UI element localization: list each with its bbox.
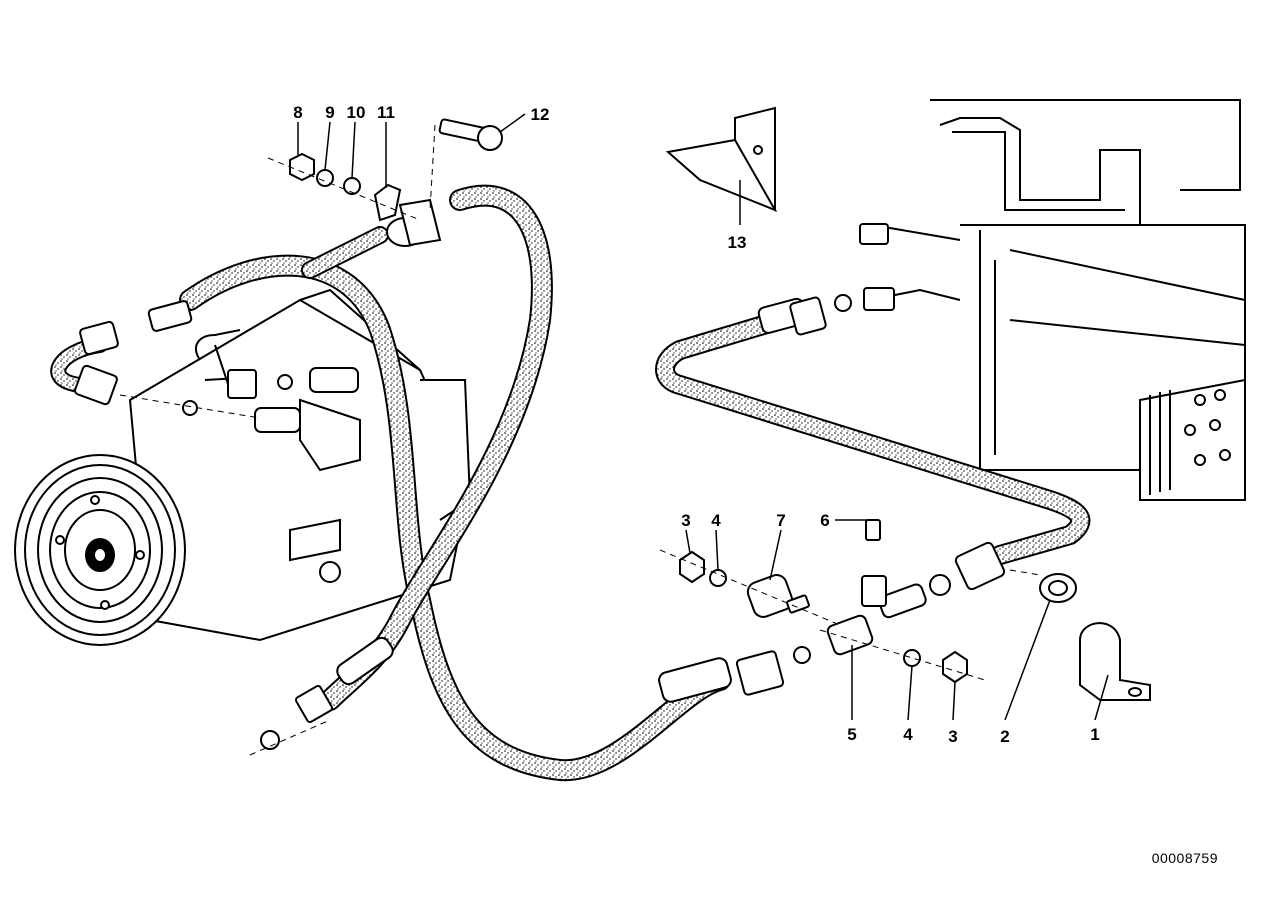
callout-13: 13 (728, 233, 747, 252)
callout-7: 7 (776, 511, 785, 530)
callout-1: 1 (1090, 725, 1099, 744)
callout-8: 8 (293, 103, 302, 122)
callout-5: 5 (847, 725, 856, 744)
callout-2: 2 (1000, 727, 1009, 746)
callout-10: 10 (347, 103, 366, 122)
callout-3-top: 3 (681, 511, 690, 530)
bracket-hardware (289, 118, 503, 247)
callout-11: 11 (377, 103, 395, 122)
callout-12: 12 (531, 105, 550, 124)
callout-4-bottom: 4 (903, 725, 913, 744)
callout-labels: 8 9 10 11 12 13 3 4 7 6 5 4 3 2 1 (293, 103, 1099, 746)
evaporator-fittings (834, 223, 961, 312)
callout-3-bottom: 3 (948, 727, 957, 746)
fittings (74, 296, 1151, 750)
evaporator-housing (930, 99, 1246, 501)
callout-4-top: 4 (711, 511, 721, 530)
callout-leaders (297, 113, 1109, 721)
callout-9: 9 (325, 103, 334, 122)
part-13-bracket (665, 106, 778, 212)
assembly-lines (119, 124, 1041, 756)
callout-6: 6 (820, 511, 829, 530)
diagram-reference-number: 00008759 (1151, 850, 1218, 866)
compressor-clutch-pulley (14, 454, 186, 646)
